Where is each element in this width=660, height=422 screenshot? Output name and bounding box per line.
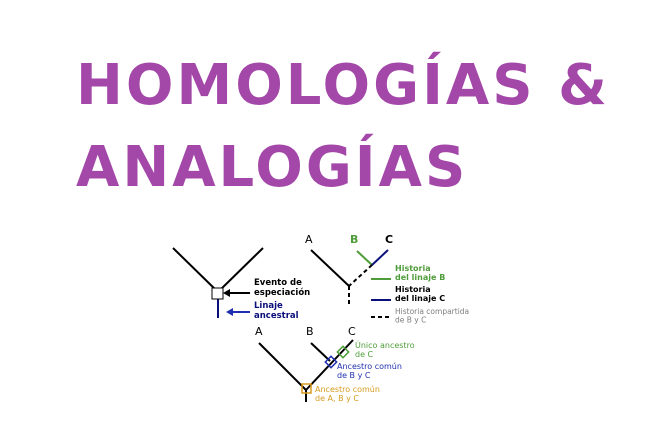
shared-history-branch bbox=[348, 264, 373, 287]
tree-right-label-a: A bbox=[305, 233, 313, 246]
unique-ancestor-c-marker bbox=[336, 345, 350, 359]
branch-left bbox=[172, 247, 219, 293]
bottom-branch-a bbox=[258, 342, 307, 391]
common-ancestor-bc-marker bbox=[324, 355, 338, 369]
branch-a bbox=[310, 249, 350, 287]
branch-b bbox=[356, 250, 373, 266]
tree-bottom-label-c: C bbox=[348, 325, 356, 338]
common-ancestor-abc-marker bbox=[301, 383, 312, 394]
speciation-node-marker bbox=[211, 287, 224, 300]
speciation-arrowhead bbox=[223, 289, 230, 297]
branch-c bbox=[371, 249, 389, 266]
lineage-arrowhead bbox=[226, 308, 233, 316]
title-line-1: HOMOLOGÍAS & bbox=[76, 53, 610, 118]
tree-bottom-label-a: A bbox=[255, 325, 263, 338]
bottom-branch-b bbox=[310, 342, 331, 362]
tree-right-label-c: C bbox=[385, 233, 393, 246]
tree-right-label-b: B bbox=[350, 233, 358, 246]
branch-right bbox=[217, 247, 264, 293]
title-line-2: ANALOGÍAS bbox=[76, 135, 469, 200]
tree-bottom-label-b: B bbox=[306, 325, 314, 338]
